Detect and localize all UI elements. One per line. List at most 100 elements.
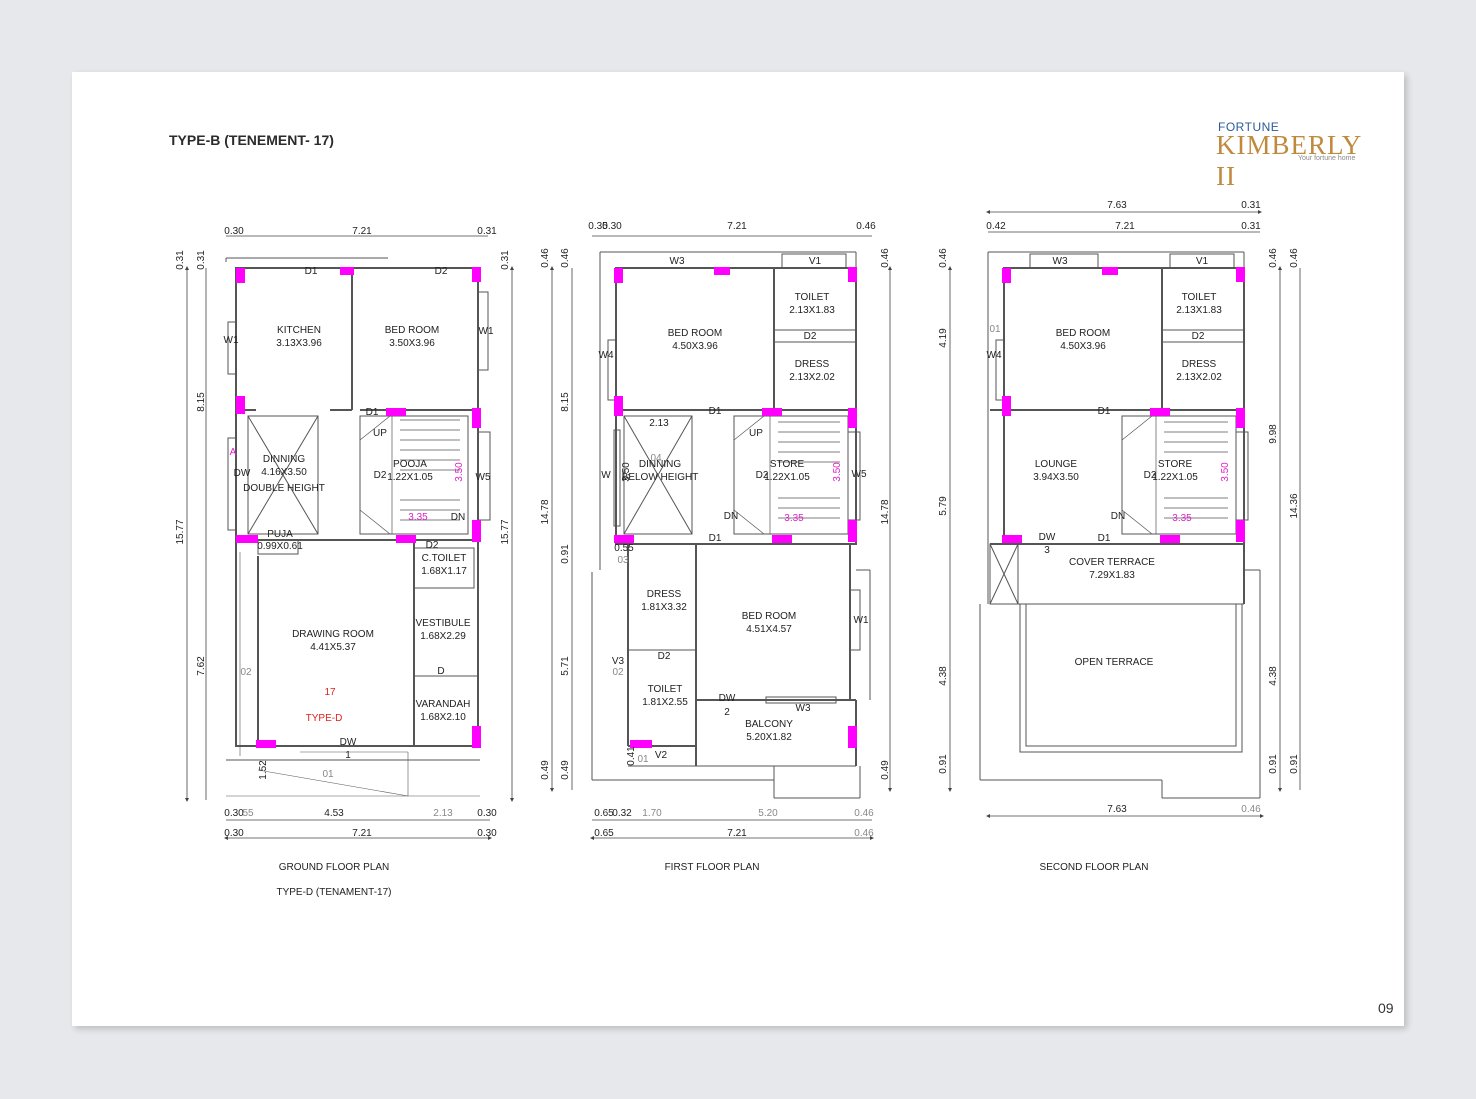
sf-store-size: 1.22X1.05: [1152, 472, 1198, 483]
gf-dim-top: 7.21: [352, 226, 372, 237]
ground-floor-plan: [185, 235, 514, 840]
ff-bedroom2-name: BED ROOM: [742, 611, 796, 622]
gf-dim-top-left: 0.31: [196, 250, 207, 270]
gf-dim-bottom2: 0.30: [224, 828, 244, 839]
gf-label: 3.35: [408, 512, 428, 523]
gf-pooja-name: POOJA: [393, 459, 427, 470]
gf-subcaption: TYPE-D (TENAMENT-17): [276, 887, 391, 898]
gf-label: DW: [340, 737, 357, 748]
gf-puja-size: 0.99X0.61: [257, 541, 303, 552]
sf-bedroom-name: BED ROOM: [1056, 328, 1110, 339]
logo-tagline: Your fortune home: [1298, 155, 1356, 162]
sf-dim-left: 4.19: [938, 328, 949, 348]
ff-label: V1: [809, 256, 822, 267]
second-floor-plan: [948, 210, 1301, 818]
gf-drawing-name: DRAWING ROOM: [292, 629, 374, 640]
first-floor-labels: BED ROOM 4.50X3.96 TOILET 2.13X1.83 DRES…: [540, 221, 891, 873]
gf-dim-top-left: 0.31: [175, 250, 186, 270]
ff-dinning-name: DINNING: [639, 459, 681, 470]
ff-dim-top: 0.30: [602, 221, 622, 232]
ff-label: 0.55: [614, 543, 634, 554]
gf-dim-left-lower: 7.62: [196, 656, 207, 676]
gf-dim-step: 1.52: [258, 760, 269, 780]
sf-dim-left: 0.91: [938, 754, 949, 774]
document-title: TYPE-B (TENEMENT- 17): [169, 132, 334, 148]
sf-dim-right-outer: 0.91: [1289, 754, 1300, 774]
gf-dim-bottom1: 0.30: [477, 808, 497, 819]
ff-label: 01: [637, 754, 649, 765]
ff-label: 3.35: [784, 513, 804, 524]
ff-label: 02: [612, 667, 624, 678]
ff-dim-bottom1: 0.46: [854, 808, 874, 819]
ff-label: 3.50: [832, 462, 843, 482]
ground-floor-labels: KITCHEN 3.13X3.96 BED ROOM 3.50X3.96 DIN…: [175, 226, 511, 898]
brand-logo: FORTUNE KIMBERLY II Your fortune home: [1216, 120, 1366, 191]
gf-unit-type: TYPE-D: [306, 713, 343, 724]
gf-label: D2: [426, 540, 439, 551]
sf-dim-right-outer: 0.46: [1289, 248, 1300, 268]
sf-cover-terrace-name: COVER TERRACE: [1069, 557, 1155, 568]
ff-balcony-size: 5.20X1.82: [746, 732, 792, 743]
ff-label: 04: [650, 453, 662, 464]
sf-dim-left: 5.79: [938, 496, 949, 516]
sf-dim-right-inner: 4.38: [1268, 666, 1279, 686]
ff-label: D2: [658, 651, 671, 662]
gf-vestibule-name: VESTIBULE: [415, 618, 470, 629]
ff-label: V2: [655, 750, 668, 761]
ff-dim-bottom1: 0.65: [594, 808, 614, 819]
gf-label: W1: [479, 326, 494, 337]
gf-dim-left-upper: 8.15: [196, 392, 207, 412]
gf-label: 02: [240, 667, 252, 678]
gf-label: D2: [435, 266, 448, 277]
ff-dim-bottom1: 0.32: [612, 808, 632, 819]
sf-lounge-size: 3.94X3.50: [1033, 472, 1079, 483]
logo-top-text: FORTUNE: [1218, 120, 1280, 134]
sf-label: 3.50: [1220, 462, 1231, 482]
gf-label: DW: [234, 468, 251, 479]
ff-toilet2-name: TOILET: [648, 684, 683, 695]
ff-label: D2: [756, 470, 769, 481]
gf-dim-top: 0.31: [477, 226, 497, 237]
sf-label: D2: [1192, 331, 1205, 342]
sf-bedroom-size: 4.50X3.96: [1060, 341, 1106, 352]
sf-label: D1: [1098, 533, 1111, 544]
ff-dim-bottom2: 0.46: [854, 828, 874, 839]
gf-bedroom-name: BED ROOM: [385, 325, 439, 336]
sf-dim-right-outer: 14.36: [1289, 493, 1300, 518]
sf-label: 01: [989, 324, 1001, 335]
gf-varandah-size: 1.68X2.10: [420, 712, 466, 723]
ff-dress2-name: DRESS: [647, 589, 682, 600]
sf-dim-top1: 0.31: [1241, 200, 1261, 211]
ff-label: V3: [612, 656, 625, 667]
ff-label: 3.50: [621, 462, 632, 482]
gf-label: D1: [366, 407, 379, 418]
brochure-page: TYPE-B (TENEMENT- 17) FORTUNE KIMBERLY I…: [72, 72, 1404, 1026]
ff-dress1-size: 2.13X2.02: [789, 372, 835, 383]
sf-toilet-name: TOILET: [1182, 292, 1217, 303]
ff-toilet1-size: 2.13X1.83: [789, 305, 835, 316]
ground-columns: [236, 267, 481, 748]
gf-dim-bottom2: 7.21: [352, 828, 372, 839]
ff-dress1-name: DRESS: [795, 359, 830, 370]
sf-toilet-size: 2.13X1.83: [1176, 305, 1222, 316]
sf-dim-bottom: 0.46: [1241, 804, 1261, 815]
ff-label: DW: [719, 693, 736, 704]
ff-label: UP: [749, 428, 763, 439]
ff-label: 2: [724, 707, 730, 718]
ff-label: D2: [804, 331, 817, 342]
ff-dim-top: 0.46: [856, 221, 876, 232]
ff-label: D1: [709, 533, 722, 544]
ff-label: 03: [617, 555, 629, 566]
ff-label: W1: [854, 615, 869, 626]
ff-dim-right: 14.78: [880, 499, 891, 524]
sf-cover-terrace-size: 7.29X1.83: [1089, 570, 1135, 581]
ff-label: W3: [796, 703, 811, 714]
ff-balcony-name: BALCONY: [745, 719, 793, 730]
ff-dim-left: 8.15: [560, 392, 571, 412]
ff-dim-right: 0.49: [880, 760, 891, 780]
gf-pooja-size: 1.22X1.05: [387, 472, 433, 483]
gf-kitchen-size: 3.13X3.96: [276, 338, 322, 349]
ff-label: W5: [852, 469, 867, 480]
first-columns: [614, 267, 857, 748]
